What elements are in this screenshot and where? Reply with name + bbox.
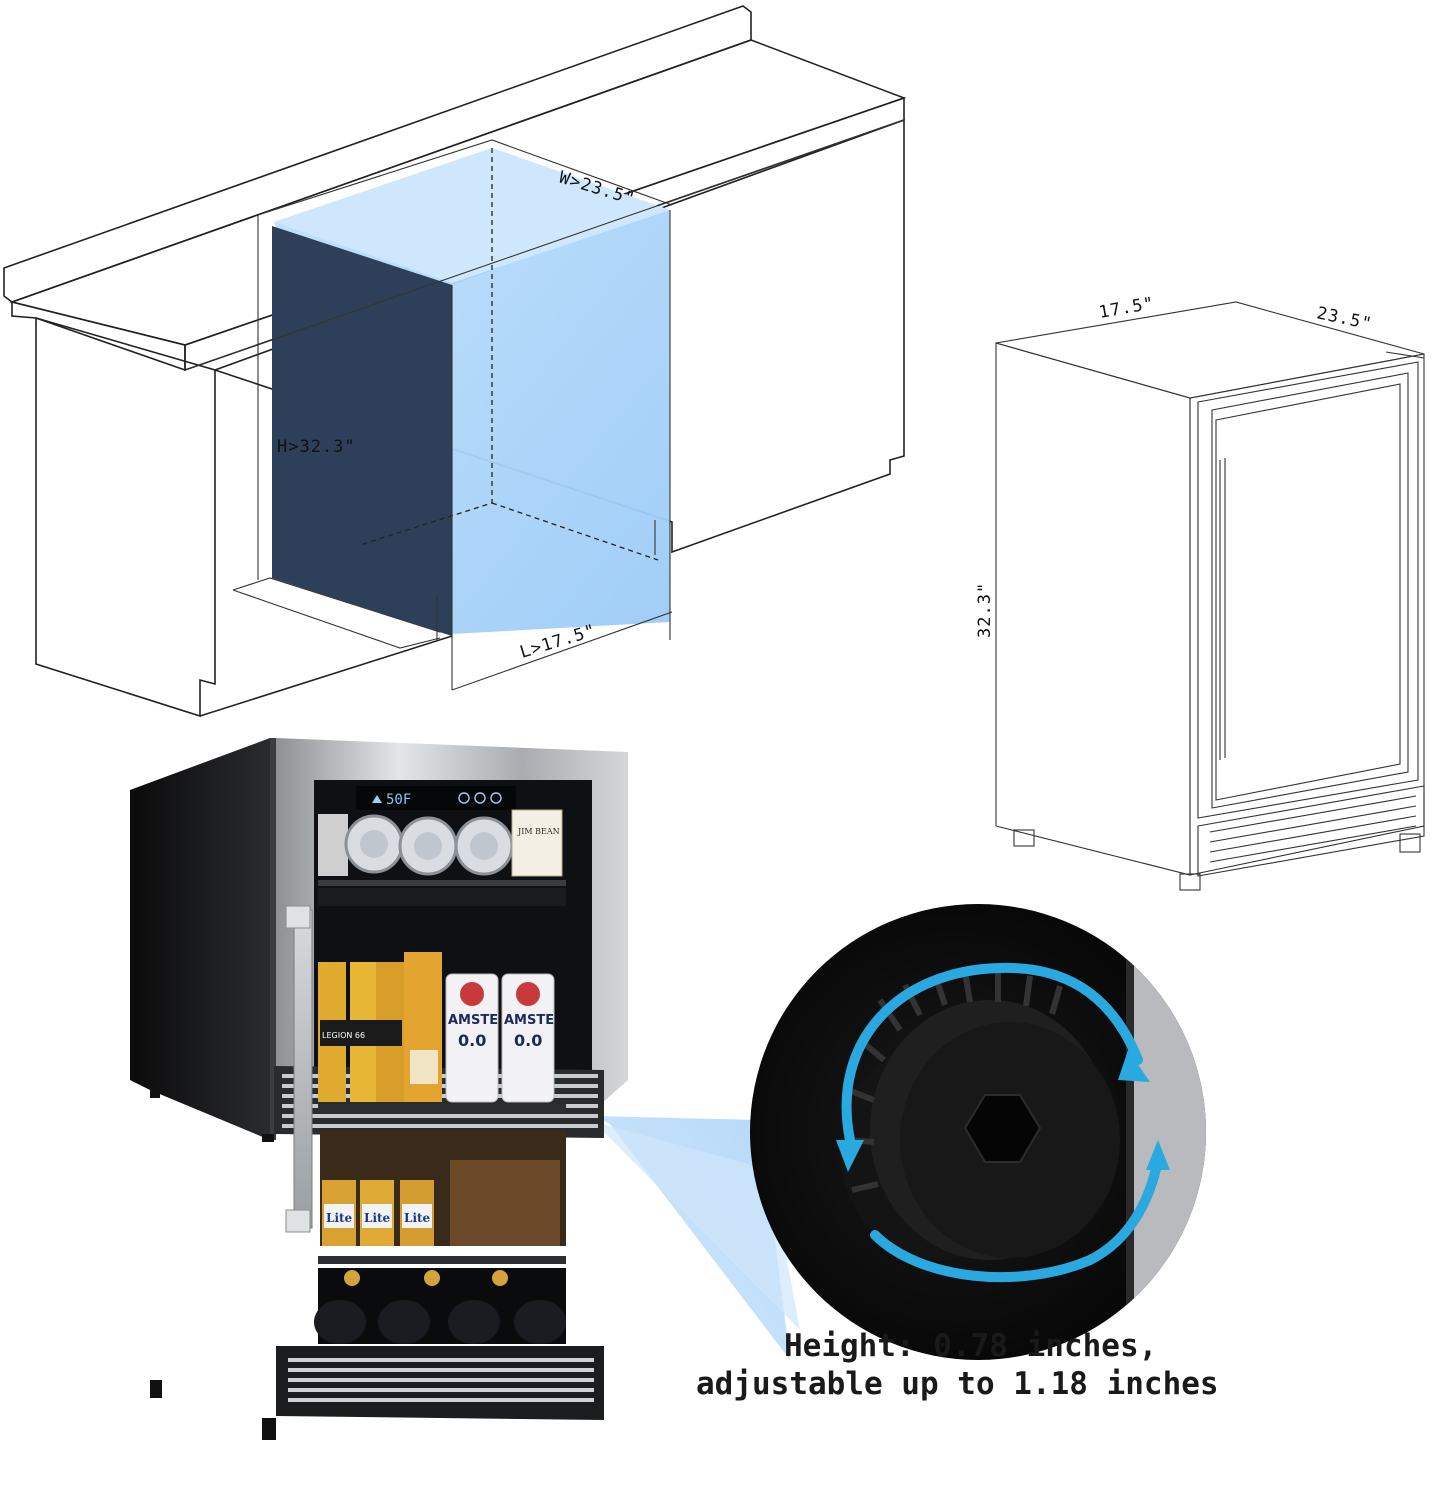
beer-can-left-value: 0.0 [458, 1031, 486, 1050]
product-photo: 50F JIM BEAN LEGION 66 [130, 738, 628, 1440]
fridge-side-panel [130, 738, 270, 1140]
power-button[interactable] [458, 792, 470, 804]
temp-up-button[interactable] [372, 795, 382, 803]
fridge-door-handle[interactable] [293, 909, 313, 1229]
fridge-outline-diagram: 17.5" 23.5" 32.3" [975, 293, 1425, 891]
beer-can-left-brand: AMSTE [448, 1013, 498, 1028]
lite-label-1: Lite [326, 1211, 353, 1225]
cabinet-diagram: W>23.5" H>32.3" L>17.5" [3, 5, 907, 718]
rotate-arrow-top-icon [841, 962, 1143, 1145]
beer-can-right-value: 0.0 [514, 1031, 542, 1050]
lower-shelf: Lite Lite Lite [318, 1130, 566, 1264]
cabinet-height-label: H>32.3" [277, 437, 356, 457]
lock-button[interactable] [490, 792, 502, 804]
leg-caption-line1: Height: 0.78 inches, [784, 1328, 1157, 1364]
control-panel [356, 786, 516, 810]
top-shelf: JIM BEAN [318, 809, 566, 906]
temperature-display: 50F [386, 792, 411, 808]
middle-shelf: LEGION 66 AMSTE AMSTE 0.0 0.0 [318, 952, 566, 1112]
whiskey-box [511, 809, 563, 877]
wine-rack [314, 1268, 566, 1344]
leg-detail [750, 904, 1206, 1360]
fridge-depth-label: 23.5" [1315, 303, 1374, 334]
beer-can-right-brand: AMSTE [504, 1013, 554, 1028]
beer-can-left [445, 973, 499, 1103]
leg-caption-line2: adjustable up to 1.18 inches [696, 1366, 1219, 1402]
rotate-arrow-bottom-icon [870, 1155, 1163, 1283]
energy-can-label: LEGION 66 [322, 1031, 365, 1040]
niche-dark-side [272, 226, 452, 636]
fridge-width-label: 17.5" [1097, 293, 1156, 322]
fridge-height-label: 32.3" [975, 582, 995, 638]
lite-label-2: Lite [364, 1211, 391, 1225]
whiskey-box-label: JIM BEAN [517, 827, 560, 836]
light-button[interactable] [474, 792, 486, 804]
beer-can-right [501, 973, 555, 1103]
fridge-outline-grill [1197, 785, 1425, 877]
lite-label-3: Lite [404, 1211, 431, 1225]
hex-socket-icon [963, 1094, 1042, 1163]
